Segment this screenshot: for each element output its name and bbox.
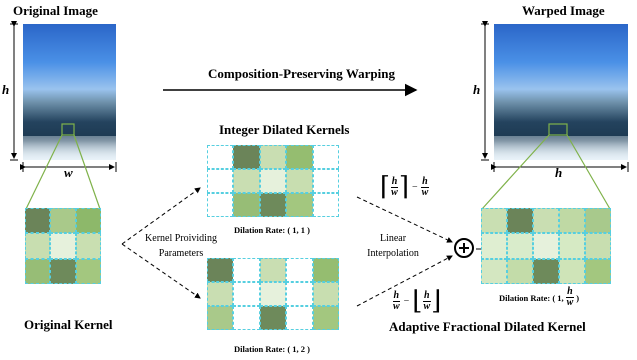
warped-image-photo [494, 24, 628, 160]
adaptive-kernel-cell [481, 258, 507, 284]
original-kernel-cell [75, 208, 101, 234]
orig-h-label: h [2, 82, 10, 97]
original-kernel-grid [25, 208, 101, 284]
warp-h-label: h [473, 82, 481, 97]
integer-kernel-1-2-cell [259, 306, 287, 330]
integer-kernel-1-2-cell [233, 258, 260, 282]
integer-kernel-1-1-cell [207, 193, 234, 217]
adaptive-kernel-cell [585, 233, 611, 259]
adaptive-kernel-cell [559, 258, 585, 284]
integer-kernel-1-1-cell [233, 193, 260, 217]
orig-patch-box [61, 123, 75, 136]
integer-kernel-1-1-cell [286, 193, 313, 217]
integer-kernel-1-1-cell [259, 145, 287, 169]
original-kernel-cell [50, 258, 76, 284]
dilation-1-1-caption: Dilation Rate: ( 1, 1 ) [234, 225, 311, 235]
original-kernel-cell [25, 233, 51, 259]
kernel-params-label: Kernel Proividing Parameters [145, 233, 217, 259]
integer-kernel-1-1-cell [259, 193, 287, 217]
integer-kernel-1-1-cell [233, 145, 260, 169]
adaptive-kernel-title: Adaptive Fractional Dilated Kernel [389, 319, 586, 334]
integer-kernel-1-2-cell [286, 282, 313, 306]
adaptive-kernel-cell [507, 208, 533, 234]
integer-kernel-1-2-cell [312, 258, 339, 282]
adaptive-kernel-cell [533, 258, 559, 284]
adaptive-kernel-cell [559, 208, 585, 234]
adaptive-kernel-cell [507, 233, 533, 259]
integer-kernel-1-2-cell [286, 306, 313, 330]
integer-kernel-1-2-grid [207, 258, 339, 330]
dilation-adaptive-one: 1, [557, 292, 564, 303]
integer-kernel-1-1-cell [312, 145, 339, 169]
warping-label: Composition-Preserving Warping [208, 66, 395, 81]
dashed-arrow-upper [121, 187, 201, 245]
original-image-title: Original Image [13, 3, 98, 18]
original-kernel-title: Original Kernel [24, 317, 113, 332]
integer-kernels-title: Integer Dilated Kernels [219, 122, 350, 137]
adaptive-kernel-cell [481, 233, 507, 259]
adaptive-kernel-cell [585, 258, 611, 284]
adaptive-kernel-cell [481, 208, 507, 234]
adaptive-kernel-cell [507, 258, 533, 284]
integer-kernel-1-2-cell [312, 306, 339, 330]
dilation-adaptive-prefix: Dilation Rate: ( [499, 292, 556, 303]
integer-kernel-1-2-cell [207, 282, 234, 306]
integer-kernel-1-2-cell [312, 282, 339, 306]
adaptive-kernel-cell [533, 233, 559, 259]
integer-kernel-1-2-cell [233, 306, 260, 330]
original-kernel-cell [75, 258, 101, 284]
dashed-arrow-to-plus-lower [356, 255, 453, 307]
original-kernel-cell [50, 208, 76, 234]
integer-kernel-1-2-cell [207, 258, 234, 282]
integer-kernel-1-2-cell [259, 258, 287, 282]
original-image-photo [23, 24, 116, 160]
integer-kernel-1-1-cell [207, 169, 234, 193]
adaptive-kernel-grid [481, 208, 611, 284]
dilation-adaptive-caption: Dilation Rate: ( 1, h w ) [499, 287, 579, 308]
integer-kernel-1-1-cell [312, 193, 339, 217]
integer-kernel-1-1-grid [207, 145, 339, 217]
warped-image-title: Warped Image [522, 3, 605, 18]
integer-kernel-1-1-cell [286, 145, 313, 169]
original-kernel-cell [25, 258, 51, 284]
integer-kernel-1-2-cell [259, 282, 287, 306]
original-kernel-cell [25, 208, 51, 234]
dilation-adaptive-fraction: h w [566, 286, 574, 308]
integer-kernel-1-1-cell [259, 169, 287, 193]
plus-circle-icon [454, 238, 474, 258]
integer-kernel-1-2-cell [286, 258, 313, 282]
dilation-1-2-caption: Dilation Rate: ( 1, 2 ) [234, 344, 311, 354]
original-kernel-cell [75, 233, 101, 259]
integer-kernel-1-1-cell [286, 169, 313, 193]
adaptive-kernel-cell [559, 233, 585, 259]
warp-patch-box [548, 123, 568, 136]
dashed-arrow-lower [121, 243, 201, 299]
integer-kernel-1-2-cell [233, 282, 260, 306]
linear-interp-label: Linear Interpolation [367, 233, 419, 259]
original-kernel-cell [50, 233, 76, 259]
adaptive-kernel-cell [533, 208, 559, 234]
dilation-adaptive-suffix: ) [576, 292, 580, 303]
adaptive-kernel-cell [585, 208, 611, 234]
integer-kernel-1-2-cell [207, 306, 234, 330]
integer-kernel-1-1-cell [233, 169, 260, 193]
dashed-arrow-to-plus-upper [356, 196, 453, 243]
orig-w-label: w [64, 165, 73, 180]
integer-kernel-1-1-cell [312, 169, 339, 193]
warp-w-label: h [555, 165, 563, 180]
integer-kernel-1-1-cell [207, 145, 234, 169]
